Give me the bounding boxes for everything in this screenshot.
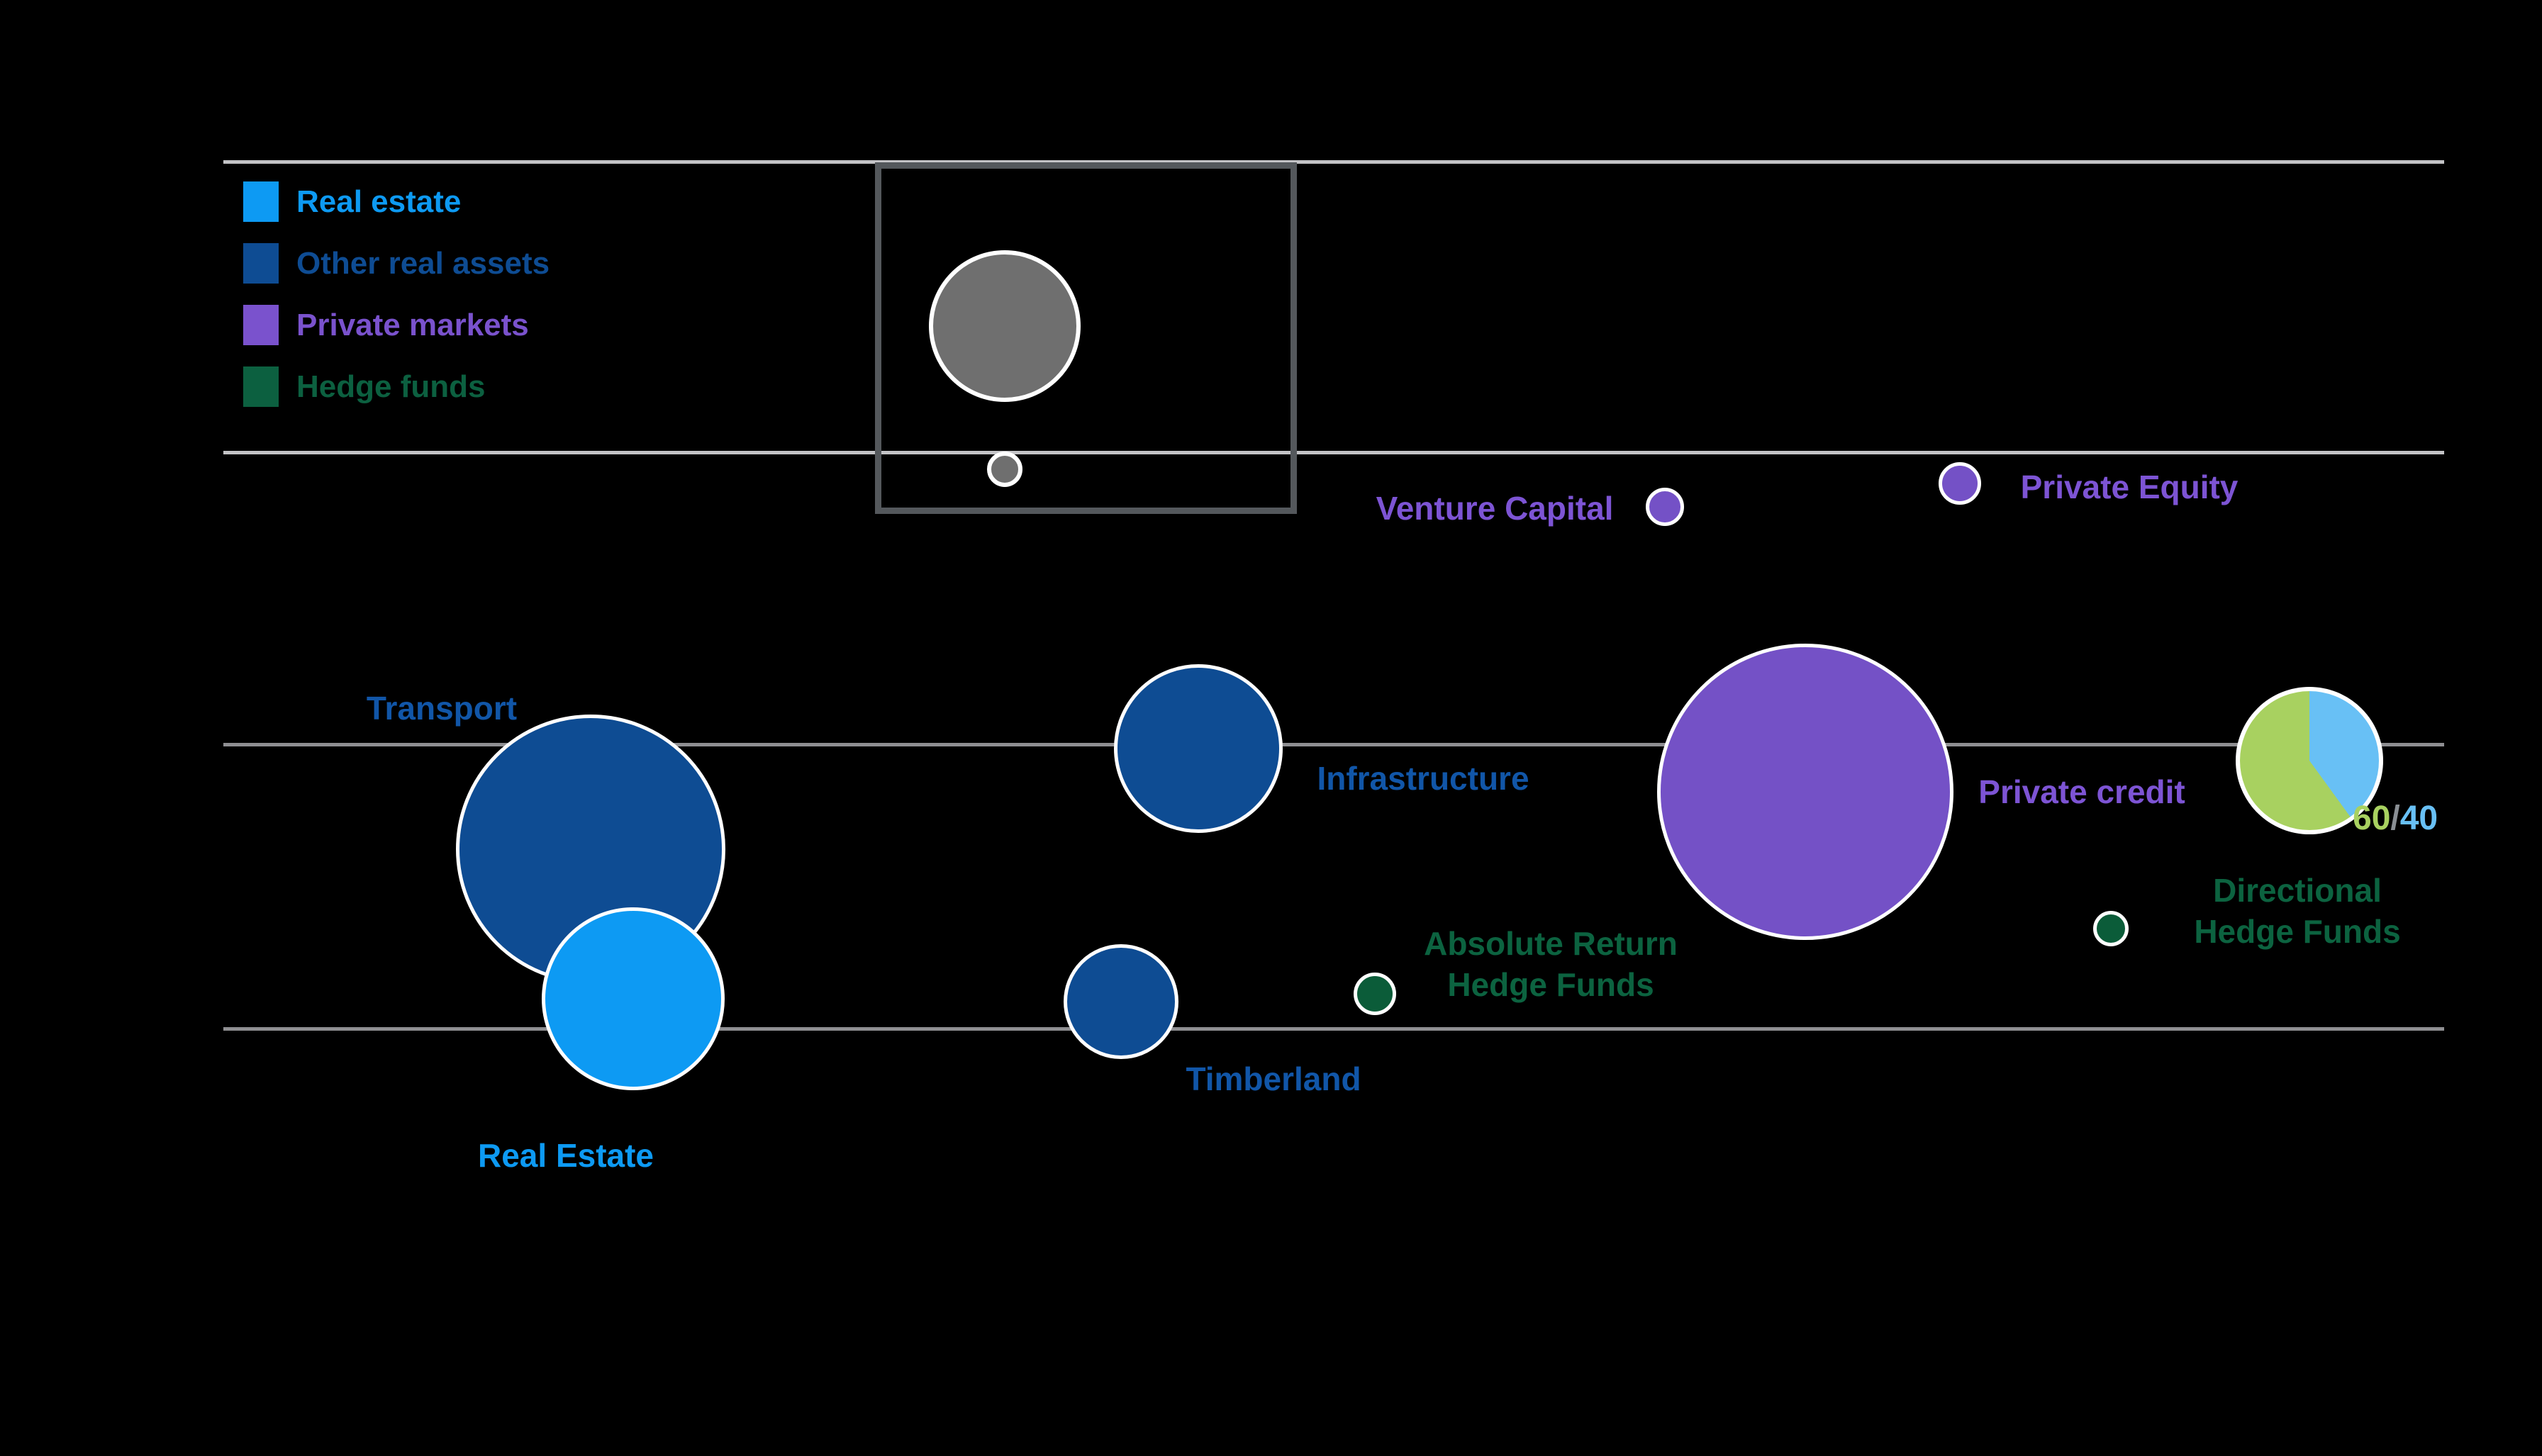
absolute-return-hedge-funds-label: Absolute Return Hedge Funds [1424, 925, 1678, 1003]
bubble-size-legend-box [875, 162, 1297, 514]
legend-item-private-markets: Private markets [243, 305, 550, 345]
legend-swatch-real-estate [243, 181, 279, 222]
venture-capital-label: Venture Capital [1376, 490, 1614, 527]
legend-label-private-markets: Private markets [296, 307, 529, 342]
legend-label-real-estate: Real estate [296, 184, 462, 219]
legend-item-real-estate: Real estate [243, 181, 550, 222]
size-reference-large-bubble [929, 250, 1081, 402]
legend-label-hedge-funds: Hedge funds [296, 369, 486, 404]
legend-swatch-other-real-assets [243, 243, 279, 284]
timberland-label: Timberland [1186, 1060, 1361, 1097]
transport-label: Transport [366, 690, 518, 727]
absolute-return-hedge-funds-bubble [1354, 973, 1396, 1015]
private-credit-label: Private credit [1978, 773, 2185, 810]
infrastructure-label: Infrastructure [1317, 760, 1529, 797]
legend-item-hedge-funds: Hedge funds [243, 366, 550, 407]
infrastructure-bubble [1114, 664, 1283, 833]
real-estate-label: Real Estate [477, 1137, 654, 1174]
size-reference-small-bubble [987, 452, 1022, 487]
60-40-portfolio-pie [2236, 687, 2383, 834]
gridline-3 [223, 743, 2444, 746]
pie-caption-part-2: / [2390, 800, 2400, 837]
private-equity-label: Private Equity [2020, 469, 2239, 505]
pie-caption-60-40: 60/40 [2353, 799, 2438, 838]
pie-caption-part-3: 40 [2399, 800, 2438, 837]
gridline-4 [223, 1027, 2444, 1031]
timberland-bubble [1064, 944, 1178, 1059]
legend-label-other-real-assets: Other real assets [296, 245, 550, 281]
private-equity-bubble [1939, 462, 1981, 505]
venture-capital-bubble [1646, 488, 1684, 526]
legend-swatch-hedge-funds [243, 366, 279, 407]
category-legend: Real estate Other real assets Private ma… [243, 181, 550, 428]
directional-hedge-funds-bubble [2093, 911, 2129, 946]
pie-caption-part-1: 60 [2353, 800, 2391, 837]
real-estate-bubble [542, 907, 725, 1090]
directional-hedge-funds-label: Directional Hedge Funds [2194, 872, 2401, 950]
legend-item-other-real-assets: Other real assets [243, 243, 550, 284]
gridline-1 [223, 160, 2444, 164]
legend-swatch-private-markets [243, 305, 279, 345]
gridline-2 [223, 451, 2444, 454]
private-credit-bubble [1657, 644, 1953, 940]
